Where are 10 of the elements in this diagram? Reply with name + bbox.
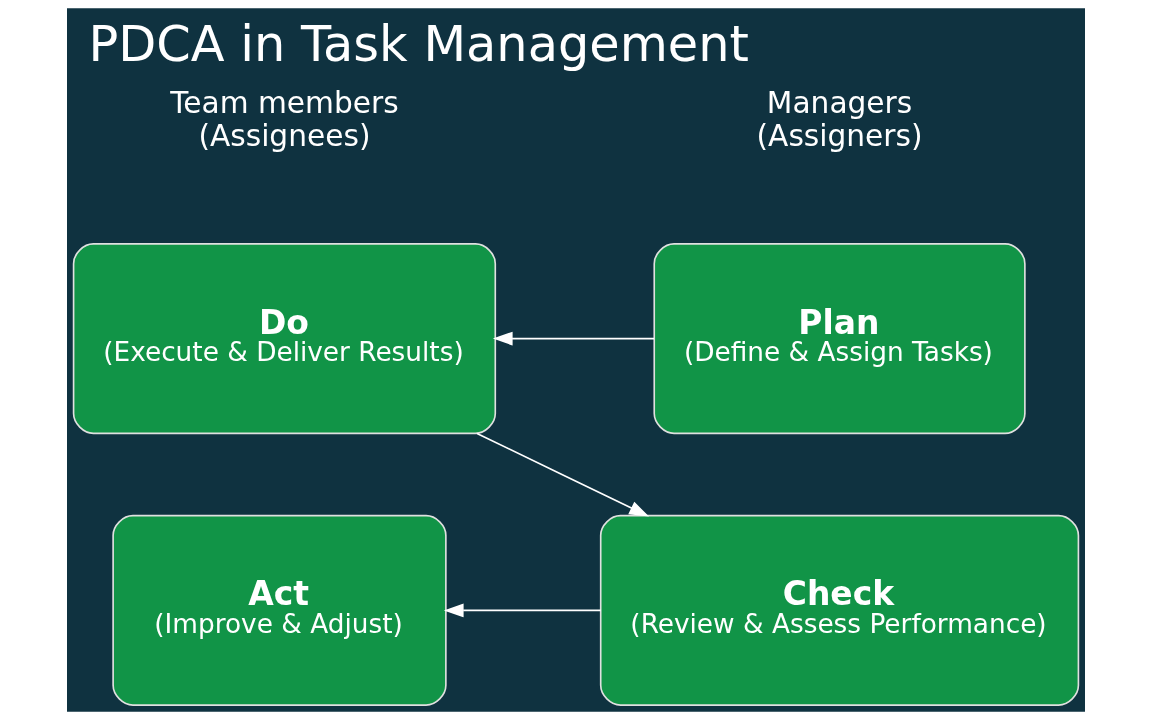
node-box: Act (Improve & Adjust) [112, 514, 447, 706]
node-box: Check (Review & Assess Performance) [599, 514, 1080, 706]
node-box: Do (Execute & Deliver Results) [72, 243, 497, 435]
arrow [443, 603, 602, 618]
arrow [492, 331, 655, 346]
node-box: Plan (Define & Assign Tasks) [653, 243, 1026, 435]
label: Managers (Assigners) [756, 84, 923, 153]
label: Team members (Assignees) [170, 84, 399, 153]
diagram-title: PDCA in Task Management [88, 15, 749, 74]
arrow [476, 432, 650, 517]
